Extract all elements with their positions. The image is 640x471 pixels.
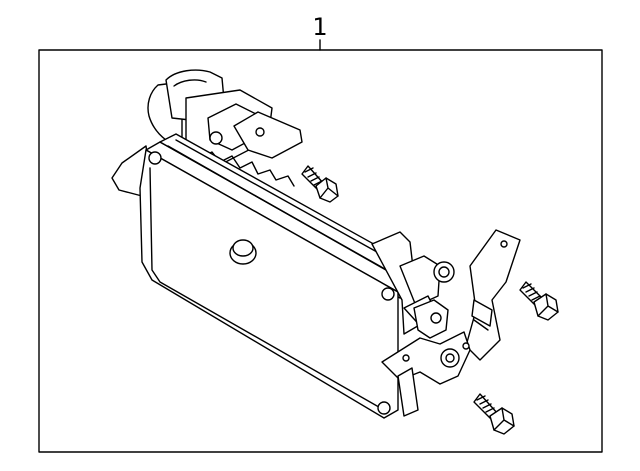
upper-bracket [233,111,303,159]
module-housing [139,149,399,419]
bolt-bottom [473,393,515,435]
housing-screw-bottom-right [377,401,391,415]
housing-inner-edge [149,167,385,411]
callout-number: 1 [312,13,328,41]
bolt-upper [301,165,339,203]
bolt-right [519,281,559,321]
right-mounting-bracket [465,229,521,361]
diagram-frame [38,49,603,453]
housing-screw-right [381,287,395,301]
housing-screw-top-left [148,151,162,165]
adjustment-knob [229,239,257,265]
lower-bracket [381,299,471,417]
